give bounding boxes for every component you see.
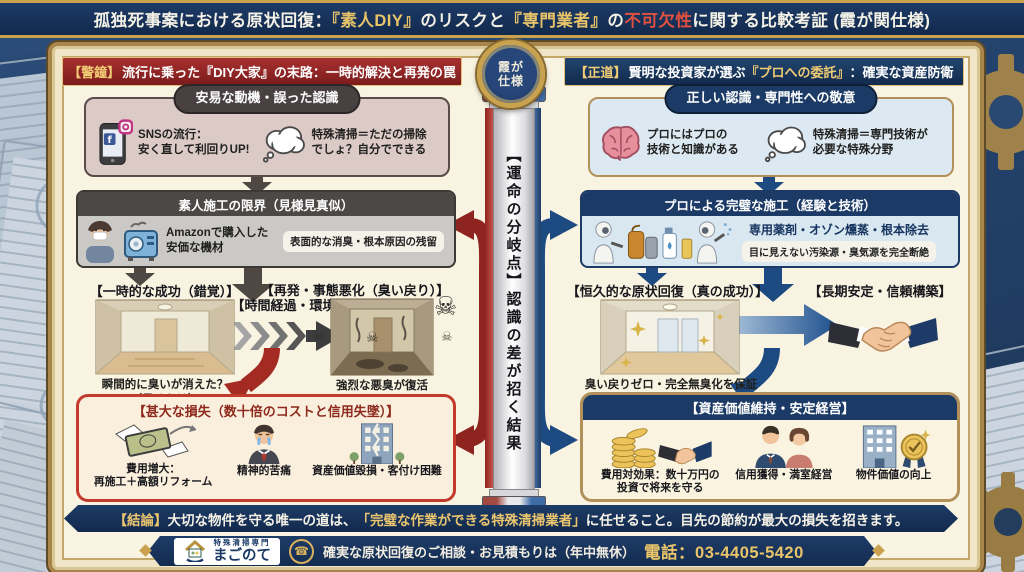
- building-medal-icon: [862, 425, 930, 468]
- clean-room-image: [95, 299, 235, 375]
- house-hand-logo-icon: [183, 540, 207, 562]
- brain-icon: [602, 125, 640, 162]
- asset-item-label: 信用獲得・満室経営: [735, 469, 833, 481]
- title-quoted-pro: 『専門業者』: [505, 12, 608, 30]
- temp-success-label: 【一時的な成功（錯覚）】: [89, 284, 240, 299]
- business-couple-icon: [755, 425, 813, 468]
- column-vertical-text: 【運命の分岐点】認識の差が招く結果: [504, 147, 522, 453]
- flying-money-icon: [115, 424, 197, 458]
- ozone-machine-icon: [124, 221, 158, 261]
- relapse-caption: 強烈な悪臭が復活: [336, 380, 428, 392]
- cracked-building-icon: [349, 423, 405, 464]
- conclusion-bar: 【結論】 大切な物件を守る唯一の道は、 「完璧な作業ができる特殊清掃業者」 に任…: [64, 505, 958, 532]
- restore-label: 【恒久的な原状回復（真の成功）】: [566, 284, 769, 299]
- masked-worker-icon: [86, 221, 114, 263]
- loss-item-label: 精神的苦痛: [237, 465, 292, 477]
- relapse-label: 【再発・事態悪化（臭い戻り）】: [260, 283, 450, 298]
- footer-bar: 特殊清掃専門 まごのて ☎ 確実な原状回復のご相談・お見積もりは（年中無休） 電…: [148, 536, 876, 566]
- skull-icon: ☠: [441, 330, 453, 345]
- skull-icon: ☠: [312, 326, 327, 345]
- restore-caption: 臭い戻りゼロ・完全無臭化を保証: [584, 379, 758, 391]
- title-part: に関する比較考証 (霞が関仕様): [692, 12, 931, 30]
- svg-text:☠: ☠: [366, 330, 379, 346]
- restored-room-image: [600, 299, 740, 375]
- right-respect-box: 正しい認識・専門性への敬意 プロにはプロの 技術と知識がある 特殊清掃＝専門技術…: [588, 84, 954, 177]
- company-logo: 特殊清掃専門 まごのて: [174, 538, 280, 565]
- thought-bubble-icon: [262, 126, 305, 163]
- warning-tag: 【警鐘】: [68, 65, 121, 80]
- trust-label: 【長期安定・信頼構築】: [808, 284, 952, 299]
- proper-text: 賢明な投資家が選ぶ: [628, 65, 746, 80]
- phone-number: 電話：03-4405-5420: [644, 544, 804, 562]
- proper-quote: 『プロへの委託』: [745, 65, 850, 80]
- sns-phone-icon: f: [99, 119, 134, 165]
- conclusion-text: に任せること。目先の節約が最大の損失を招きます。: [585, 512, 909, 528]
- crying-man-icon: [248, 424, 280, 464]
- column-shaft: [493, 108, 535, 490]
- title-quoted-diy: 『素人DIY』: [331, 12, 421, 30]
- thought-bubble-icon: [764, 126, 806, 163]
- asset-item-label: 費用対効果：数十万円の 投資で将来を守る: [600, 469, 720, 495]
- conclusion-text: 大切な物件を守る唯一の道は、: [167, 512, 357, 528]
- asset-item-label: 物件価値の向上: [855, 469, 932, 481]
- kasumigaseki-medallion: 霞が 仕様: [477, 40, 545, 108]
- right-proper-banner: 【正道】 賢明な投資家が選ぶ 『プロへの委託』 ：確実な資産防衛: [564, 57, 964, 86]
- left-warning-banner: 【警鐘】 流行に乗った『DIY大家』の末路：一時的解決と再発の罠: [62, 57, 462, 86]
- skull-icon: ☠: [434, 292, 458, 322]
- pro-knowledge-text: プロにはプロの 技術と知識がある: [646, 129, 739, 156]
- left-limit-box: 素人施工の限界（見様見真似） Amazonで購入した 安価な機材 表面的な消臭・…: [76, 190, 456, 268]
- title-emphasis: 不可欠性: [624, 12, 693, 30]
- page-title: 孤独死事案における原状回復：『素人DIY』のリスクと『専門業者』の不可欠性に関す…: [94, 7, 931, 31]
- title-part: の: [607, 12, 625, 30]
- medallion-line1: 霞が: [497, 59, 524, 74]
- loss-item-label: 費用増大： 再施工＋高額リフォーム: [93, 463, 213, 489]
- pro-crew-icon: [593, 221, 732, 264]
- conclusion-highlight: 「完璧な作業ができる特殊清掃業者」: [356, 512, 586, 528]
- specialty-text: 特殊清掃＝専門技術が 必要な特殊分野: [812, 129, 928, 156]
- pro-result-text: 目に見えない汚染源・臭気源を完全断絶: [742, 240, 936, 262]
- asset-box: 【資産価値維持・安定経営】 費用対効果：数十万円の 投資で将来を守る: [580, 392, 960, 502]
- medallion-line2: 仕様: [497, 74, 524, 88]
- contact-text: 確実な原状回復のご相談・お見積もりは（年中無休）: [323, 544, 636, 560]
- title-part: のリスクと: [420, 12, 506, 30]
- svg-text:f: f: [108, 135, 113, 146]
- brand-small-text: 特殊清掃専門: [213, 538, 271, 547]
- phone-icon: ☎: [289, 539, 314, 564]
- title-part: 孤独死事案における原状回復：: [93, 12, 332, 30]
- warning-text: 流行に乗った『DIY大家』の末路：一時的解決と再発の罠: [122, 65, 456, 80]
- sns-text: SNSの流行： 安く直して利回りUP!: [138, 129, 250, 156]
- conclusion-tag: 【結論】: [113, 512, 168, 528]
- handshake-icon: [828, 318, 938, 352]
- loss-item-label: 資産価値毀損・客付け困難: [312, 465, 442, 477]
- right-respect-title: 正しい認識・専門性への敬意: [664, 84, 878, 114]
- column-stripe-red: [485, 108, 493, 488]
- pro-method-text: 専用薬剤・オゾン燻蒸・根本除去: [748, 222, 929, 237]
- coins-handshake-icon: [611, 428, 712, 468]
- bubble-text: 特殊清掃＝ただの掃除 でしょ？自分でできる: [311, 129, 427, 156]
- surface-deodorize-text: 表面的な消臭・根本原因の残留: [283, 230, 444, 252]
- loss-box-title: 【甚大な損失（数十倍のコストと信用失墜）】: [132, 404, 400, 419]
- dirty-room-image: ☠: [330, 298, 434, 376]
- brand-name: まごのて: [213, 547, 271, 564]
- proper-text: ：確実な資産防衛: [849, 65, 954, 80]
- proper-tag: 【正道】: [574, 65, 627, 80]
- loss-box: 【甚大な損失（数十倍のコストと信用失墜）】 費用増大： 再施工＋高額リフォーム: [76, 394, 456, 502]
- column-stripe-blue: [533, 108, 541, 488]
- left-limit-title: 素人施工の限界（見様見真似）: [78, 192, 454, 216]
- title-bar: 孤独死事案における原状回復：『素人DIY』のリスクと『専門業者』の不可欠性に関す…: [0, 0, 1024, 38]
- cheap-gear-text: Amazonで購入した 安価な機材: [166, 227, 269, 254]
- right-pro-work-title: プロによる完璧な施工（経験と技術）: [582, 192, 958, 216]
- left-motive-box: 安易な動機・誤った認識 f SNSの流行： 安く直して利回りUP!: [84, 84, 450, 177]
- left-motive-title: 安易な動機・誤った認識: [173, 84, 361, 114]
- asset-box-title: 【資産価値維持・安定経営】: [583, 395, 957, 420]
- right-pro-work-box: プロによる完璧な施工（経験と技術） 専用薬剤・オゾン燻蒸・根本除去: [580, 190, 960, 268]
